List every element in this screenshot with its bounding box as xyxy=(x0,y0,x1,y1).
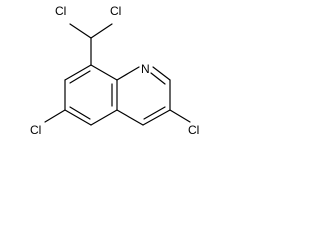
benzo-ring xyxy=(64,64,118,126)
pyridine-ring xyxy=(116,66,171,126)
chemical-structure-diagram: Cl Cl N Cl Cl xyxy=(30,4,199,137)
bond-c3-cl xyxy=(169,109,191,123)
atom-label-n1: N xyxy=(141,62,150,76)
bond-c5-c4a xyxy=(90,109,118,126)
double-bond-c8-c7 xyxy=(69,70,91,84)
double-bond-n1-c2 xyxy=(150,72,166,85)
double-bond-c3-c4 xyxy=(143,106,166,120)
double-bond-c6-c5 xyxy=(69,106,91,120)
bond-c8a-c8 xyxy=(90,64,118,81)
bond-c6-cl xyxy=(44,109,66,123)
bond-ch-cl-left xyxy=(69,23,92,39)
bond-ch-cl-right xyxy=(90,23,113,39)
atom-label-cl-upper-left: Cl xyxy=(55,4,66,18)
atom-label-cl-6: Cl xyxy=(30,123,41,137)
bond-n1-c2 xyxy=(152,66,171,81)
bond-c8-c7 xyxy=(64,64,92,81)
atom-label-cl-upper-right: Cl xyxy=(110,4,121,18)
dichloromethyl-group xyxy=(69,23,113,66)
bond-c8a-n1 xyxy=(116,66,140,81)
bond-c4-c4a xyxy=(116,109,144,126)
bond-c3-c4 xyxy=(142,109,171,126)
bond-c6-c5 xyxy=(64,109,92,126)
atom-label-cl-3: Cl xyxy=(188,123,199,137)
